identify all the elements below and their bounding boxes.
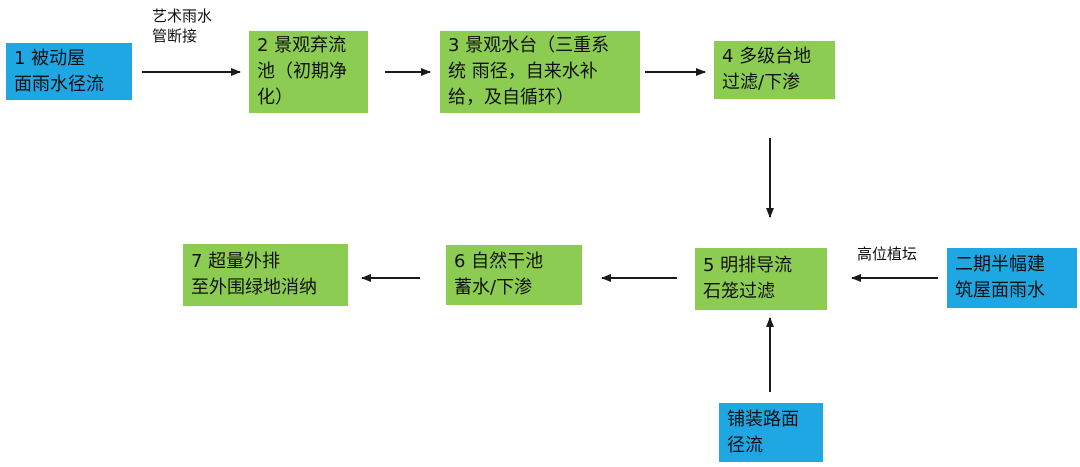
node-landscape-water-terrace: 3 景观水台（三重系 统 雨径，自来水补 给，及自循环）	[440, 31, 640, 113]
node-open-channel-gabion-filter: 5 明排导流 石笼过滤	[695, 248, 827, 310]
node-phase2-roof-rainwater: 二期半幅建 筑屋面雨水	[947, 248, 1077, 308]
node-passive-roof-runoff: 1 被动屋 面雨水径流	[6, 43, 132, 100]
node-natural-dry-pond: 6 自然干池 蓄水/下渗	[446, 245, 582, 305]
node-landscape-diversion-pool: 2 景观弃流 池（初期净 化）	[249, 31, 368, 113]
label-raised-planter: 高位植坛	[857, 245, 918, 263]
label-art-downspout-disconnection: 艺术雨水 管断接	[152, 7, 213, 45]
node-paved-road-runoff: 铺装路面 径流	[719, 403, 823, 462]
node-overflow-discharge: 7 超量外排 至外围绿地消纳	[183, 244, 348, 306]
node-multilevel-terrace-filtration: 4 多级台地 过滤/下渗	[714, 41, 835, 99]
